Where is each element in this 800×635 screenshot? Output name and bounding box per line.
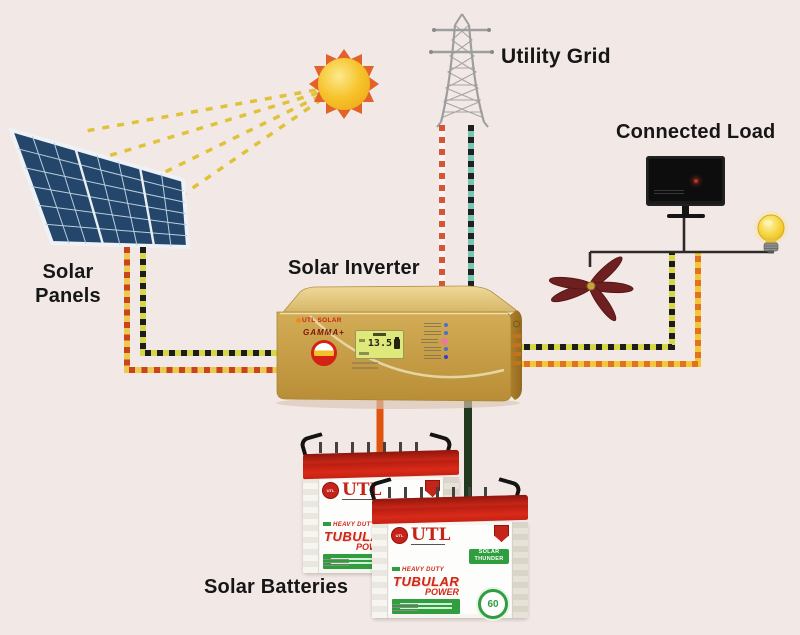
battery-terminals: [388, 487, 500, 498]
led-icon: [444, 323, 448, 327]
battery-shield-badge-icon: [494, 525, 509, 542]
label-solar-batteries: Solar Batteries: [204, 576, 349, 598]
battery-fineprint: [392, 602, 418, 611]
battery-warranty-badge: 60: [478, 589, 508, 619]
led-icon: [444, 331, 448, 335]
sun-icon: [309, 49, 379, 119]
ceiling-fan-icon: [548, 256, 634, 322]
monitor-screen-text: [654, 190, 684, 196]
indicator-row: [402, 329, 448, 337]
indicator-caption: [421, 339, 438, 343]
indicator-row: [402, 321, 448, 329]
indicator-row: [402, 353, 448, 361]
battery-brand-text: UTL: [411, 525, 451, 545]
inverter-quality-badge-icon: [311, 340, 337, 366]
wire-inverter-to-load: [512, 251, 701, 367]
transmission-tower-icon: [429, 13, 494, 128]
label-solar-panels-line2: Panels: [35, 285, 101, 307]
lcd-mode-indicator: [373, 333, 386, 336]
battery-side-texture: [372, 522, 388, 618]
battery-top: [303, 449, 459, 480]
battery-power-text: POWER: [425, 587, 460, 597]
battery-brand-tagline: [411, 544, 445, 545]
battery-side-texture: [512, 522, 528, 618]
battery-heavy-duty-text: HEAVY DUTY: [392, 567, 444, 573]
utl-logo-icon: UTL: [322, 482, 339, 499]
solar-panel-graphic: [9, 128, 190, 249]
solar-battery-front: UTL UTL SOLAR THUNDER HEAVY DUTY TUBULAR…: [367, 477, 528, 619]
indicator-caption: [424, 323, 441, 327]
inverter-brand-text: UTL SOLAR: [302, 317, 342, 324]
inverter-lcd-display: 13.5: [355, 330, 404, 359]
led-icon: [444, 355, 448, 359]
wire-solar-to-inverter: [124, 247, 290, 373]
load-circuit-wire: [588, 214, 772, 267]
monitor-power-glow: [694, 179, 698, 183]
battery-tubular-text: TUBULAR: [393, 574, 460, 589]
indicator-caption: [424, 347, 441, 351]
battery-top: [372, 494, 528, 525]
battery-brand-row: UTL UTL: [391, 527, 450, 544]
indicator-caption: [424, 331, 441, 335]
battery-heavy-duty-text: HEAVY DUTY: [323, 522, 375, 528]
battery-series-line2: THUNDER: [474, 556, 504, 562]
battery-series-badge: SOLAR THUNDER: [469, 549, 509, 564]
battery-warranty-months: 60: [487, 598, 499, 610]
label-connected-load: Connected Load: [616, 121, 776, 143]
battery-side-texture: [303, 477, 319, 573]
monitor-icon: [646, 156, 725, 222]
lcd-footer-marks: [359, 352, 369, 355]
utl-logo-icon: UTL: [391, 527, 408, 544]
battery-fineprint: [323, 557, 349, 566]
monitor-stand-base: [666, 214, 705, 218]
led-icon: [441, 337, 448, 345]
monitor-bezel: [646, 156, 725, 206]
label-solar-inverter: Solar Inverter: [288, 257, 420, 279]
lcd-battery-icon: [394, 337, 400, 349]
wire-grid-to-inverter: [439, 125, 474, 296]
battery-label: UTL UTL SOLAR THUNDER HEAVY DUTY TUBULAR…: [389, 525, 511, 619]
indicator-caption: [424, 355, 441, 359]
label-solar-panels: Solar Panels: [20, 260, 116, 308]
label-utility-grid: Utility Grid: [501, 45, 611, 68]
battery-body: UTL UTL SOLAR THUNDER HEAVY DUTY TUBULAR…: [372, 522, 528, 619]
inverter-model: GAMMA+: [303, 328, 345, 337]
monitor-screen: [649, 159, 722, 201]
battery-brand-text: UTL: [342, 480, 382, 500]
indicator-row: [402, 337, 448, 345]
battery-series-line1: SOLAR: [478, 549, 500, 555]
lcd-value: 13.5: [367, 338, 392, 349]
inverter-indicator-panel: [402, 321, 448, 361]
battery-brand-tagline: [342, 499, 376, 500]
label-solar-panels-line1: Solar: [42, 261, 94, 283]
monitor-stand-neck: [682, 206, 689, 214]
lcd-unit-marks: [359, 339, 365, 342]
utl-sun-logo-icon: [296, 318, 301, 323]
led-icon: [444, 347, 448, 351]
indicator-row: [402, 345, 448, 353]
light-bulb-icon: [754, 211, 788, 254]
battery-terminals: [319, 442, 431, 453]
battery-brand-row: UTL UTL: [322, 482, 381, 499]
inverter-fineprint: [352, 362, 378, 372]
inverter-brand: UTL SOLAR: [296, 317, 342, 324]
